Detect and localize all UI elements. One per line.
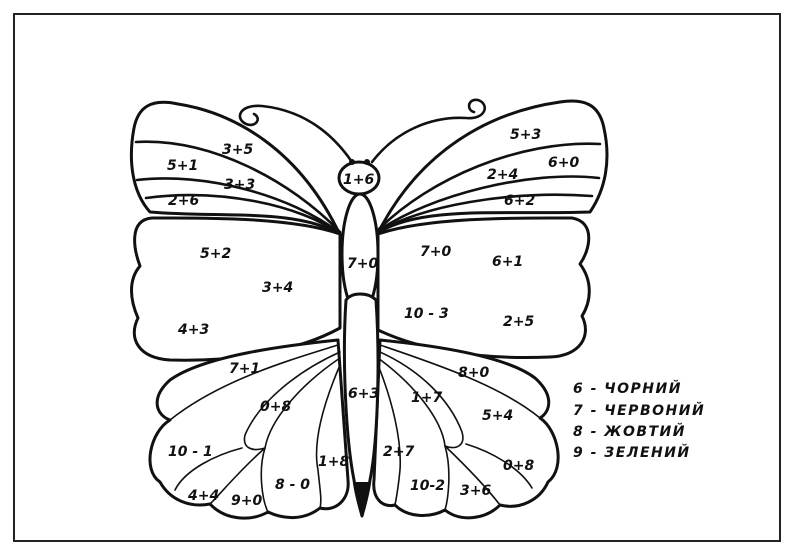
abdomen [342, 292, 380, 518]
hind-wing-left [148, 338, 350, 520]
legend-item-6: 6 - ЧОРНИЙ [573, 380, 682, 397]
exercise-fr-b: 6+1 [492, 254, 523, 270]
exercise-hr-6: 3+6 [460, 483, 491, 499]
exercise-labels: 1+6 3+5 5+1 3+3 2+6 5+3 2+4 6+0 6+2 5+2 … [167, 127, 579, 509]
exercise-thorax: 7+0 [347, 256, 378, 272]
exercise-ur-top: 5+3 [510, 127, 541, 143]
exercise-hr-2: 1+7 [411, 390, 442, 406]
exercise-hr-7: 0+8 [503, 458, 534, 474]
exercise-ul-low: 2+6 [168, 193, 199, 209]
exercise-fr-c: 10 - 3 [404, 306, 449, 322]
legend-item-9: 9 - ЗЕЛЕНИЙ [573, 444, 691, 461]
exercise-hr-1: 8+0 [458, 365, 489, 381]
exercise-hr-5: 10-2 [410, 478, 445, 494]
upper-left-wing [129, 100, 342, 237]
head [337, 159, 381, 196]
exercise-fr-a: 7+0 [420, 244, 451, 260]
page-frame [13, 13, 781, 542]
upper-right-wing [376, 99, 609, 235]
exercise-hl-1: 7+1 [229, 361, 260, 377]
exercise-hl-7: 1+8 [318, 454, 349, 470]
exercise-fl-a: 5+2 [200, 246, 231, 262]
exercise-hl-4: 4+4 [187, 488, 219, 504]
exercise-fl-c: 4+3 [177, 322, 209, 338]
exercise-hl-5: 9+0 [231, 493, 262, 509]
exercise-ul-mid-a: 5+1 [167, 158, 198, 174]
exercise-ul-top: 3+5 [222, 142, 253, 158]
exercise-head: 1+6 [343, 172, 374, 188]
exercise-ur-mid-b: 6+0 [548, 155, 579, 171]
exercise-fr-d: 2+5 [503, 314, 534, 330]
hind-wing-right [372, 338, 560, 520]
forewing-left [130, 216, 342, 362]
exercise-abdomen: 6+3 [348, 386, 379, 402]
exercise-hl-6: 8 - 0 [275, 477, 310, 493]
exercise-hr-3: 5+4 [482, 408, 513, 424]
legend-item-7: 7 - ЧЕРВОНИЙ [573, 402, 705, 419]
antennae [238, 98, 487, 164]
exercise-hl-3: 10 - 1 [168, 444, 213, 460]
exercise-ur-mid-a: 2+4 [487, 167, 518, 183]
forewing-right [376, 216, 591, 359]
legend-item-8: 8 - ЖОВТИЙ [573, 423, 686, 440]
exercise-ul-mid-b: 3+3 [224, 177, 255, 193]
color-legend: 6 - ЧОРНИЙ 7 - ЧЕРВОНИЙ 8 - ЖОВТИЙ 9 - З… [573, 380, 705, 461]
exercise-hl-2: 0+8 [260, 399, 291, 415]
exercise-fl-b: 3+4 [262, 280, 293, 296]
exercise-ur-low: 6+2 [504, 193, 535, 209]
exercise-hr-4: 2+7 [383, 444, 414, 460]
